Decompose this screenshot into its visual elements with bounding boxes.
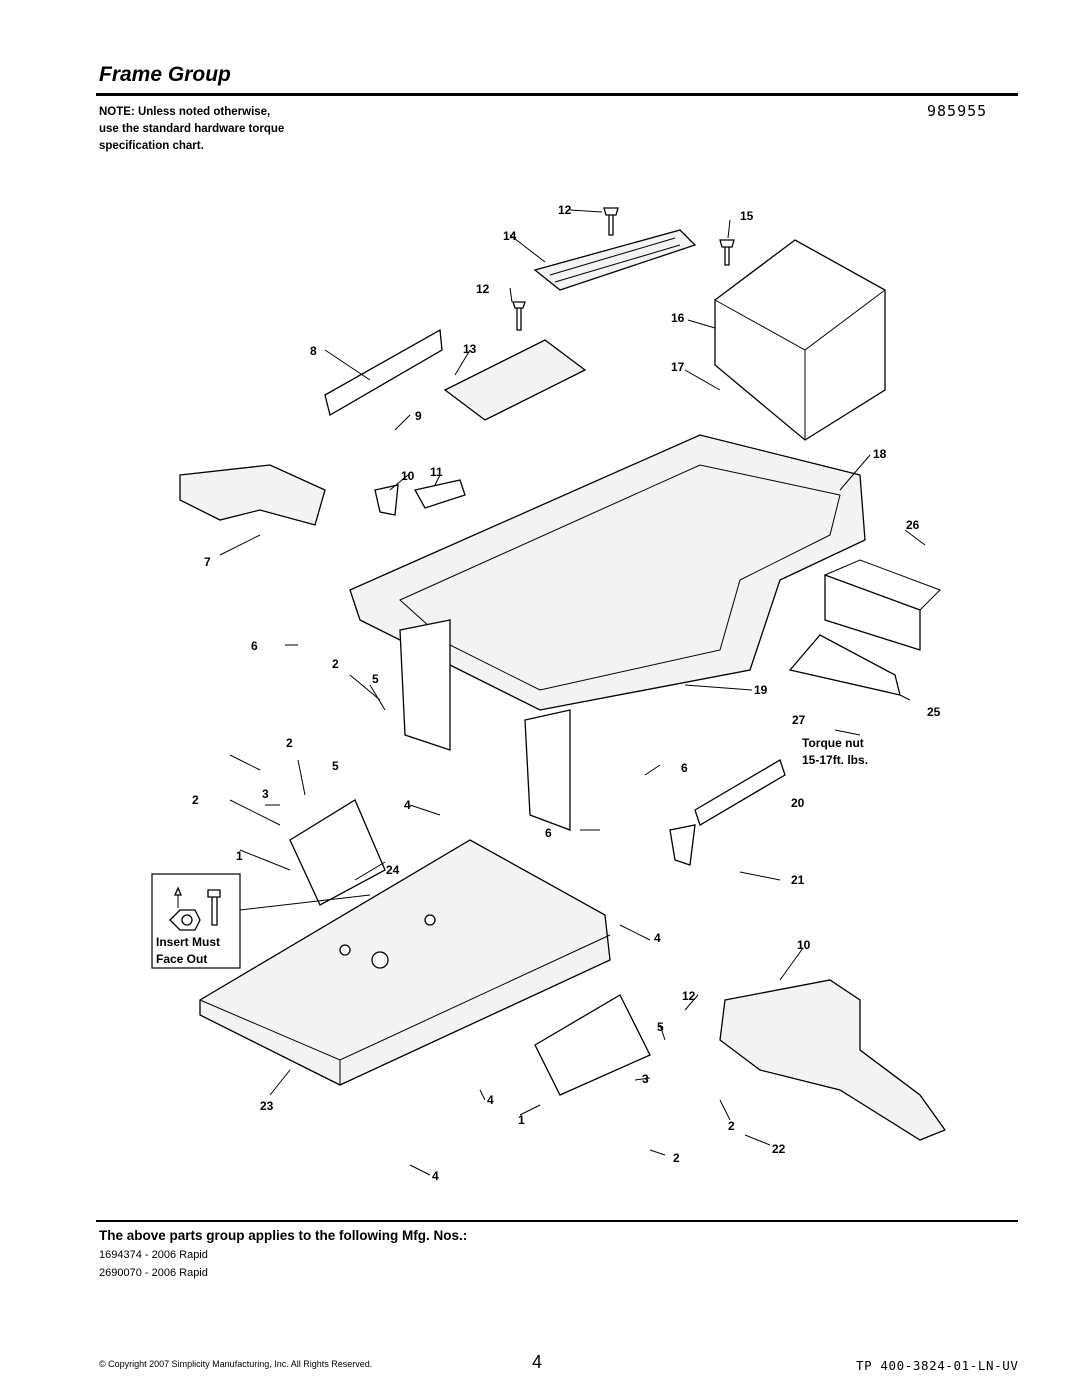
callout: 25 [927,705,941,719]
callout: 21 [791,873,805,887]
bracket-20-tab [669,824,696,866]
copyright-notice: © Copyright 2007 Simplicity Manufacturin… [99,1359,373,1369]
mfg-number-item: 2690070 - 2006 Rapid [99,1267,208,1279]
callout: 5 [372,672,379,686]
callout: 24 [386,863,400,877]
callout: 3 [642,1072,649,1086]
plate-1-left [289,799,386,906]
footrest-plate-13 [443,339,587,421]
callout: 7 [204,555,211,569]
callout: 6 [545,826,552,840]
footrest-plate-14 [533,229,697,291]
torque-value-label: 15-17ft. lbs. [802,753,868,767]
bracket-11 [414,479,466,509]
front-bracket-right [524,709,571,831]
seat-bracket-16 [714,239,886,441]
callout: 2 [728,1119,735,1133]
callout: 4 [404,798,411,812]
callout: 9 [415,409,422,423]
callout: 17 [671,360,685,374]
callout: 5 [332,759,339,773]
callout: 19 [754,683,768,697]
callout: 2 [192,793,199,807]
mfg-number-item: 1694374 - 2006 Rapid [99,1249,208,1261]
callout: 1 [236,849,243,863]
callout: 26 [906,518,920,532]
callout: 2 [673,1151,680,1165]
inset-line-2: Face Out [156,952,207,966]
deck-plate-23 [199,839,611,1086]
bracket-8 [324,328,443,416]
mfg-number-list: 1694374 - 2006 Rapid 2690070 - 2006 Rapi… [99,1246,208,1282]
bolt-12-top [603,207,619,236]
page-number: 4 [532,1352,543,1372]
bracket-10 [374,484,399,516]
fender-left-7 [179,464,326,526]
callout: 12 [682,989,696,1003]
bracket-25 [788,634,901,696]
front-bracket-left [399,619,451,751]
callout: 6 [251,639,258,653]
callout: 16 [671,311,685,325]
note-line-1: NOTE: Unless noted otherwise, [99,106,271,118]
fender-right-22 [719,979,947,1141]
callout: 10 [401,469,415,483]
exploded-parts-diagram: Insert Must Face Out Torque nut 15-17ft.… [151,203,947,1183]
callout: 2 [286,736,293,750]
callout: 11 [430,465,443,479]
page-title: Frame Group [99,63,231,86]
note-line-3: specification chart. [99,140,204,152]
torque-nut-label: Torque nut [802,736,864,750]
callout: 4 [487,1093,494,1107]
note-line-2: use the standard hardware torque [99,123,285,135]
callout: 22 [772,1142,786,1156]
callout: 3 [262,787,269,801]
callout: 12 [476,282,490,296]
document-id: TP 400-3824-01-LN-UV [856,1358,1019,1373]
callout: 5 [657,1020,664,1034]
callout: 13 [463,342,477,356]
callout: 10 [797,938,811,952]
support-26 [824,574,921,651]
callout: 23 [260,1099,274,1113]
callout: 27 [792,713,806,727]
callout: 6 [681,761,688,775]
bolt-15 [719,239,735,266]
bracket-20 [694,759,786,826]
callout: 1 [518,1113,525,1127]
callout: 8 [310,344,317,358]
diagram-part-code: 985955 [927,102,988,120]
bolt-12-lower [512,301,526,331]
callout: 2 [332,657,339,671]
callout: 12 [558,203,572,217]
leader-lines [219,209,926,1176]
callout: 4 [432,1169,439,1183]
callout: 4 [654,931,661,945]
applies-divider [96,1220,1018,1222]
callout: 20 [791,796,805,810]
callout: 15 [740,209,754,223]
callout: 14 [503,229,517,243]
applies-heading: The above parts group applies to the fol… [99,1228,468,1243]
callouts: 12 14 15 12 16 8 13 17 9 18 10 11 26 7 6… [192,203,941,1183]
inset-nut-detail: Insert Must Face Out [151,873,241,969]
inset-line-1: Insert Must [156,935,220,949]
callout: 18 [873,447,887,461]
plate-1-right [534,994,651,1096]
torque-note: NOTE: Unless noted otherwise, use the st… [99,104,359,155]
title-divider [96,93,1018,96]
